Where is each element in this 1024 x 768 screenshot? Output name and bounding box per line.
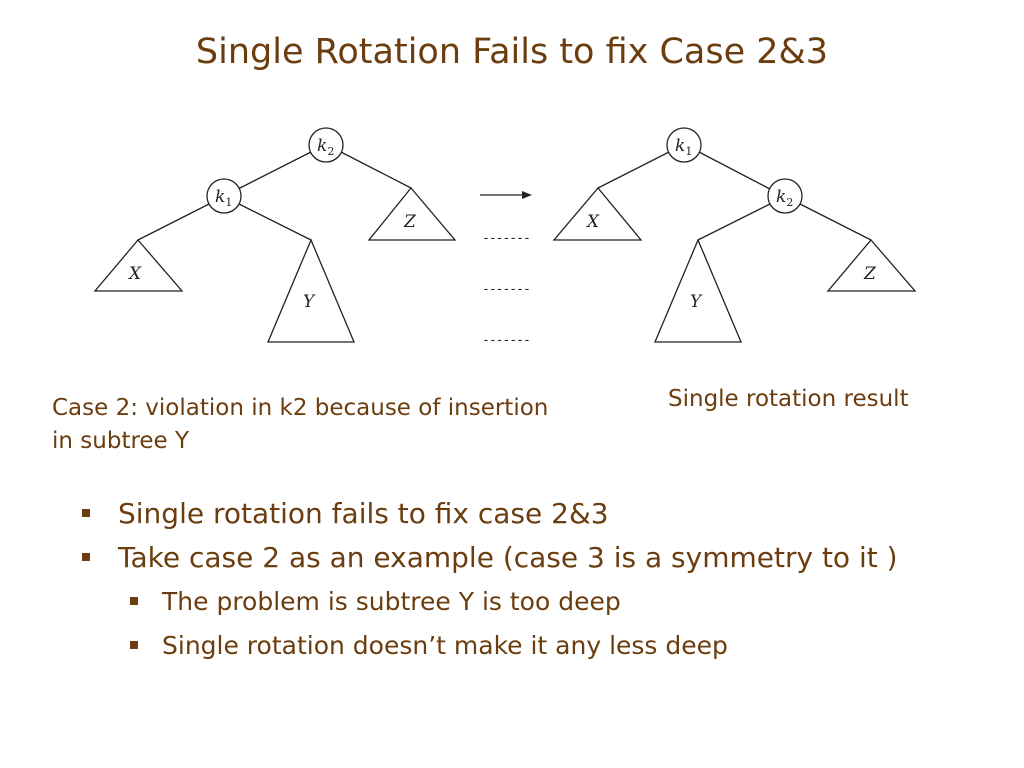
bullet-text: The problem is subtree Y is too deep bbox=[162, 587, 621, 616]
left-tree: k2 k1 X Y Z bbox=[93, 127, 457, 343]
edge-k1-x-right bbox=[597, 151, 670, 189]
node-k1-right bbox=[666, 127, 702, 163]
depth-dash-1: ------- bbox=[482, 231, 530, 246]
subtree-x-right-label: X bbox=[585, 212, 600, 232]
subtree-z-triangle-right bbox=[826, 238, 917, 292]
rotation-diagram: k2 k1 X Y Z ------- ------- ------- k1 k… bbox=[93, 127, 917, 348]
rotation-arrow bbox=[480, 191, 532, 199]
edge-k2-z-right bbox=[799, 203, 872, 241]
sub-bullet-item: The problem is subtree Y is too deep bbox=[78, 582, 968, 622]
edge-k2-z bbox=[340, 151, 412, 189]
subtree-z-label: Z bbox=[403, 212, 417, 232]
edge-k1-k2-right bbox=[698, 151, 771, 190]
depth-dash-2: ------- bbox=[482, 282, 530, 297]
right-tree: k1 k2 X Y Z bbox=[552, 127, 917, 343]
node-k2-label: k2 bbox=[317, 136, 334, 158]
edge-k2-k1 bbox=[237, 151, 312, 190]
bullet-item: Single rotation fails to fix case 2&3 bbox=[78, 494, 968, 534]
node-k2 bbox=[308, 127, 344, 163]
bullet-square-icon bbox=[130, 597, 138, 605]
subtree-y-triangle bbox=[267, 238, 355, 343]
node-k1-label: k1 bbox=[215, 187, 232, 209]
depth-dash-3: ------- bbox=[482, 333, 530, 348]
node-k2-right-label: k2 bbox=[776, 187, 793, 209]
left-caption: Case 2: violation in k2 because of inser… bbox=[52, 395, 549, 454]
subtree-y-triangle-right bbox=[654, 238, 742, 343]
node-k1-right-label: k1 bbox=[675, 136, 692, 158]
subtree-x-triangle bbox=[93, 238, 184, 292]
bullet-square-icon bbox=[82, 509, 90, 517]
subtree-x-triangle-right bbox=[552, 186, 643, 241]
bullet-item: Take case 2 as an example (case 3 is a s… bbox=[78, 538, 968, 578]
subtree-y-right-label: Y bbox=[690, 292, 703, 312]
bullet-text: Take case 2 as an example (case 3 is a s… bbox=[118, 541, 898, 574]
slide-title: Single Rotation Fails to fix Case 2&3 bbox=[195, 32, 829, 72]
bullet-list: Single rotation fails to fix case 2&3 Ta… bbox=[78, 494, 968, 670]
bullet-square-icon bbox=[82, 553, 90, 561]
node-k2-right bbox=[767, 178, 803, 214]
bullet-text: Single rotation fails to fix case 2&3 bbox=[118, 497, 609, 530]
sub-bullet-item: Single rotation doesn’t make it any less… bbox=[78, 626, 968, 666]
bullet-square-icon bbox=[130, 641, 138, 649]
node-k1 bbox=[206, 178, 242, 214]
edge-k2-y-right bbox=[697, 203, 771, 241]
bullet-text: Single rotation doesn’t make it any less… bbox=[162, 631, 728, 660]
edge-k1-x bbox=[137, 203, 210, 241]
subtree-x-label: X bbox=[127, 264, 142, 284]
subtree-z-triangle bbox=[367, 186, 457, 241]
edge-k1-y bbox=[238, 203, 312, 241]
subtree-y-label: Y bbox=[303, 292, 316, 312]
subtree-z-right-label: Z bbox=[863, 264, 877, 284]
right-caption: Single rotation result bbox=[668, 386, 909, 412]
